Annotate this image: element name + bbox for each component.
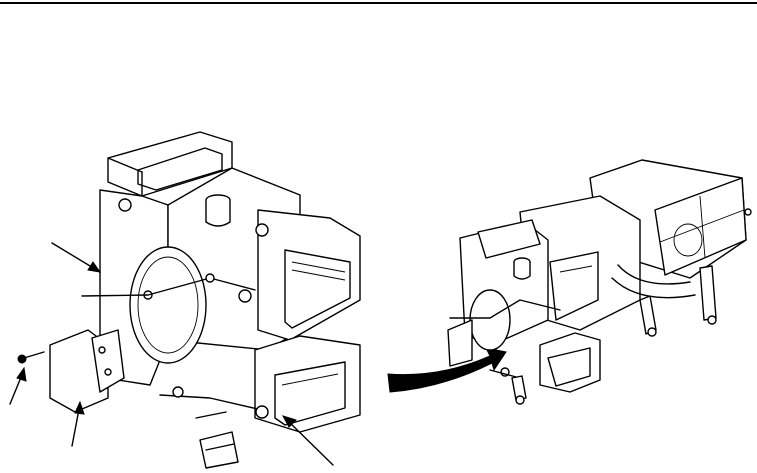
callout-arrow-icon [51, 242, 102, 273]
callout-arrow-icon [9, 366, 27, 405]
callout-arrow-icon [281, 415, 334, 466]
callout-arrows [9, 242, 334, 466]
heater-housing-detail [17, 131, 361, 469]
heater-assembly-overview [447, 159, 752, 405]
header-rule [0, 2, 757, 4]
callout-arrow-icon [71, 400, 85, 447]
transition-arrow-icon [387, 347, 507, 393]
